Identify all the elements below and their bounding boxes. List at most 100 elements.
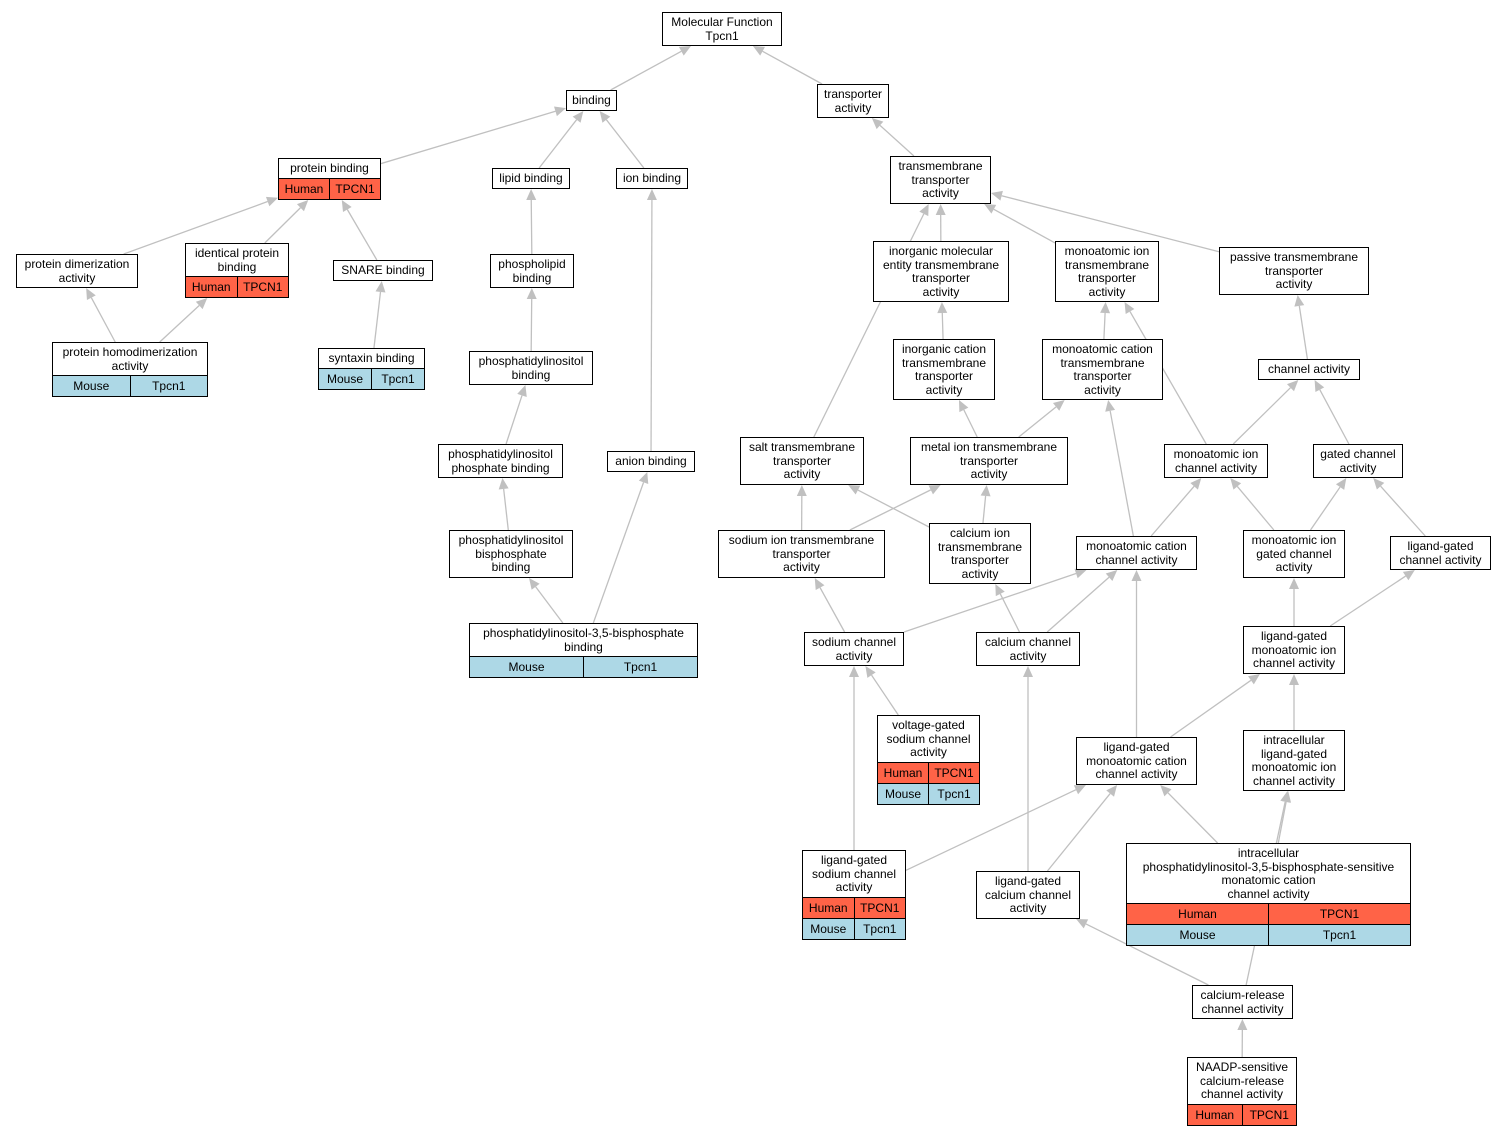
edge-arrowhead [919,204,929,217]
edge-arrowhead [796,485,807,497]
edge-line [1085,923,1209,986]
go-term-label: protein binding [290,161,369,175]
edge-arrowhead [1073,785,1086,795]
edge-arrowhead [1230,478,1242,490]
go-term-snare: SNARE binding [333,260,433,281]
go-term-lg-monocation: ligand-gated monoatomic cation channel a… [1076,737,1197,785]
gene-cell: TPCN1 [1268,904,1410,924]
go-term-protein-dimer: protein dimerization activity [16,254,138,288]
gene-cell: TPCN1 [236,277,289,297]
go-term-ptdinsp: phosphatidylinositol phosphate binding [438,444,563,478]
edge-arrowhead [498,478,509,490]
edge-line [535,586,564,624]
go-term-ptdins35: phosphatidylinositol-3,5-bisphosphate bi… [469,623,698,678]
go-term-label: salt transmembrane transporter activity [748,440,856,481]
edge-lg-sodium-to-lg-monocation [905,785,1086,871]
edge-inorg-cation-to-inorg-mol [937,302,948,340]
species-cell: Human [808,900,848,915]
gene-cell: Tpcn1 [583,657,697,677]
edge-lg-monoion-to-monoion-gated [1289,578,1299,626]
edge-arrowhead [1076,919,1089,929]
edge-line [879,124,915,157]
gene-cell: Tpcn1 [928,783,979,804]
edge-tm-transporter-to-transporter [871,118,915,157]
edge-ptdins35-to-ptdins-bisp [529,578,564,624]
edge-line [857,489,930,528]
edge-arrowhead [526,288,537,300]
edge-monoion-gated-to-gated-channel [1309,478,1347,531]
species-cell: Human [883,765,923,780]
edge-line [1103,312,1106,340]
go-term-metal-ion-tm: metal ion transmembrane transporter acti… [910,437,1068,485]
go-term-monoion-channel: monoatomic ion channel activity [1164,444,1268,478]
edge-monoion-channel-to-monoion-tm [1124,302,1207,445]
go-term-label: calcium-release channel activity [1200,988,1285,1016]
edge-line [1129,311,1207,445]
go-term-label: phospholipid binding [498,257,566,285]
edge-passive-tm-to-tm-transporter [991,190,1220,253]
edge-phospholipid-to-lipid-binding [526,189,537,255]
edge-line [605,119,645,169]
gene-cell: Tpcn1 [1268,925,1410,945]
edge-anion-to-ion-binding [646,189,657,452]
go-term-label: gated channel activity [1320,447,1396,475]
edge-lg-sodium-to-sodium-channel [849,666,859,850]
edge-line [592,482,645,624]
edge-arrowhead [935,204,946,216]
go-term-monoion-tm: monoatomic ion transmembrane transporter… [1055,241,1159,302]
go-term-phospholipid: phospholipid binding [490,254,574,288]
gene-cell: Tpcn1 [129,376,208,396]
edge-arrowhead [1280,791,1291,803]
edge-line [993,208,1056,244]
edge-sodium-tm-to-metal-ion-tm [849,485,941,531]
edge-arrowhead [871,118,884,130]
edge-line [941,312,944,340]
edge-arrowhead [865,666,876,678]
edge-line [505,395,523,445]
edge-arrowhead [1289,674,1299,685]
edge-sodium-channel-to-sodium-tm [814,578,846,633]
go-term-monocation-channel: monoatomic cation channel activity [1076,536,1197,570]
go-term-transporter: transporter activity [817,84,889,118]
edge-protein-binding-to-binding [380,106,566,165]
edge-line [123,200,268,255]
go-term-gated-channel: gated channel activity [1313,444,1403,478]
edge-arrowhead [1105,570,1118,582]
edge-line [1236,486,1275,531]
edge-arrowhead [1289,578,1299,589]
go-term-label: inorganic molecular entity transmembrane… [882,244,1000,299]
edge-arrowhead [526,189,537,201]
go-term-intra-ptdins35: intracellular phosphatidylinositol-3,5-b… [1126,843,1411,946]
go-term-anion: anion binding [607,451,695,472]
go-term-label: monoatomic cation channel activity [1086,539,1187,567]
edge-inorg-mol-to-tm-transporter [935,204,946,242]
edge-monocation-channel-to-monocation-tm [1105,400,1134,537]
edge-arrowhead [848,485,861,495]
edge-arrowhead [195,298,208,310]
edge-line [1150,485,1195,537]
edge-line [1232,387,1291,445]
edge-transporter-to-mf [752,46,823,85]
go-term-ca-release: calcium-release channel activity [1192,985,1293,1019]
edge-arrowhead [991,190,1003,201]
edge-monocation-channel-to-monoion-channel [1150,478,1202,537]
go-term-label: intracellular ligand-gated monoatomic io… [1251,733,1337,788]
edge-sodium-tm-to-salt-tm [796,485,807,531]
gene-cell: Tpcn1 [853,918,906,939]
edge-arrowhead [296,200,309,212]
edge-arrowhead [646,189,657,201]
go-term-label: sodium ion transmembrane transporter act… [728,533,875,574]
edge-vg-sodium-to-sodium-channel [865,666,899,716]
edge-line [538,119,578,169]
go-term-label: calcium ion transmembrane transporter ac… [937,526,1023,581]
go-term-binding: binding [566,90,617,111]
species-cell: Mouse [326,371,364,386]
go-term-calcium-tm: calcium ion transmembrane transporter ac… [929,523,1031,584]
edge-line [1329,575,1407,627]
go-term-ligand-gated: ligand-gated channel activity [1390,536,1491,570]
go-term-inorg-mol: inorganic molecular entity transmembrane… [873,241,1009,302]
